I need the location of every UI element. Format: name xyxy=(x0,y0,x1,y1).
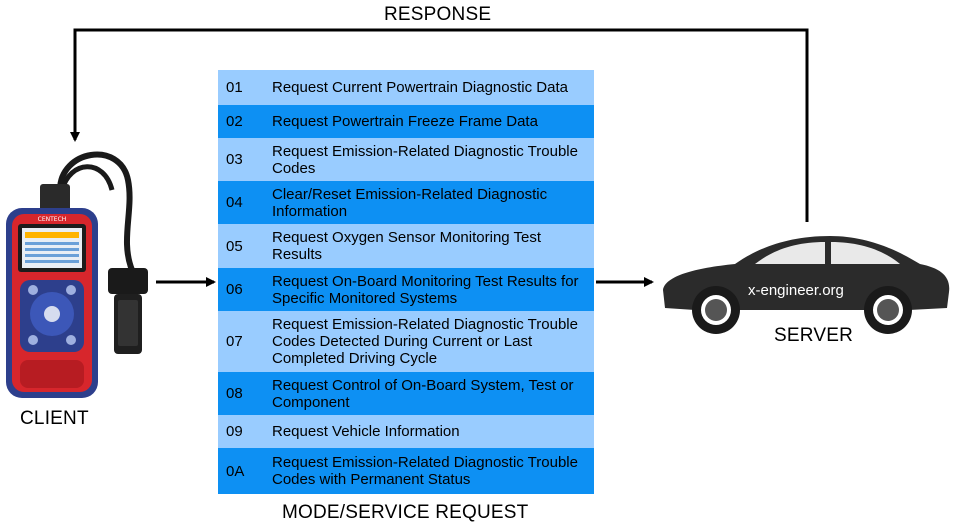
obd-scanner-icon: CENTECH xyxy=(6,151,148,398)
mode-description: Request Powertrain Freeze Frame Data xyxy=(272,113,538,130)
response-arrow xyxy=(70,28,809,222)
mode-description: Request Vehicle Information xyxy=(272,423,460,440)
mode-service-table: 01 Request Current Powertrain Diagnostic … xyxy=(218,70,594,494)
mode-description: Request Oxygen Sensor Monitoring Test Re… xyxy=(272,229,542,263)
mode-description: Request On-Board Monitoring Test Results… xyxy=(272,272,579,307)
mode-description: Clear/Reset Emission-Related Diagnostic … xyxy=(272,185,548,220)
car-watermark: x-engineer.org xyxy=(748,282,844,299)
mode-row: 06 Request On-Board Monitoring Test Resul… xyxy=(218,268,594,311)
scanner-brand: CENTECH xyxy=(38,216,67,223)
mode-row: 05 Request Oxygen Sensor Monitoring Test … xyxy=(218,224,594,268)
mode-description: Request Emission-Related Diagnostic Trou… xyxy=(272,142,578,177)
mode-row: 09 Request Vehicle Information xyxy=(218,415,594,448)
mode-description: Request Control of On-Board System, Test… xyxy=(272,376,574,411)
mode-row: 04 Clear/Reset Emission-Related Diagnosti… xyxy=(218,181,594,224)
mode-row: 0A Request Emission-Related Diagnostic Tr… xyxy=(218,448,594,494)
client-label: CLIENT xyxy=(20,408,89,429)
mode-code: 09 xyxy=(226,423,243,440)
mode-code: 08 xyxy=(226,385,243,402)
mode-code: 03 xyxy=(226,151,243,168)
mode-row: 03 Request Emission-Related Diagnostic Tr… xyxy=(218,138,594,181)
mode-service-request-label: MODE/SERVICE REQUEST xyxy=(282,502,529,523)
mode-row: 08 Request Control of On-Board System, Te… xyxy=(218,372,594,415)
mode-code: 07 xyxy=(226,333,243,350)
mode-row: 01 Request Current Powertrain Diagnostic … xyxy=(218,70,594,105)
mode-description: Request Emission-Related Diagnostic Trou… xyxy=(272,316,578,367)
mode-description: Request Current Powertrain Diagnostic Da… xyxy=(272,79,568,96)
mode-code: 04 xyxy=(226,194,243,211)
mode-code: 05 xyxy=(226,237,243,255)
mode-code: 06 xyxy=(226,281,243,298)
mode-row: 07 Request Emission-Related Diagnostic Tr… xyxy=(218,311,594,372)
mode-code: 02 xyxy=(226,113,243,130)
mode-description: Request Emission-Related Diagnostic Trou… xyxy=(272,454,578,488)
server-label: SERVER xyxy=(774,325,853,346)
mode-code: 0A xyxy=(226,462,245,480)
mode-row: 02 Request Powertrain Freeze Frame Data xyxy=(218,105,594,138)
response-label: RESPONSE xyxy=(384,4,492,25)
car-icon xyxy=(663,236,950,334)
mode-code: 01 xyxy=(226,79,243,96)
